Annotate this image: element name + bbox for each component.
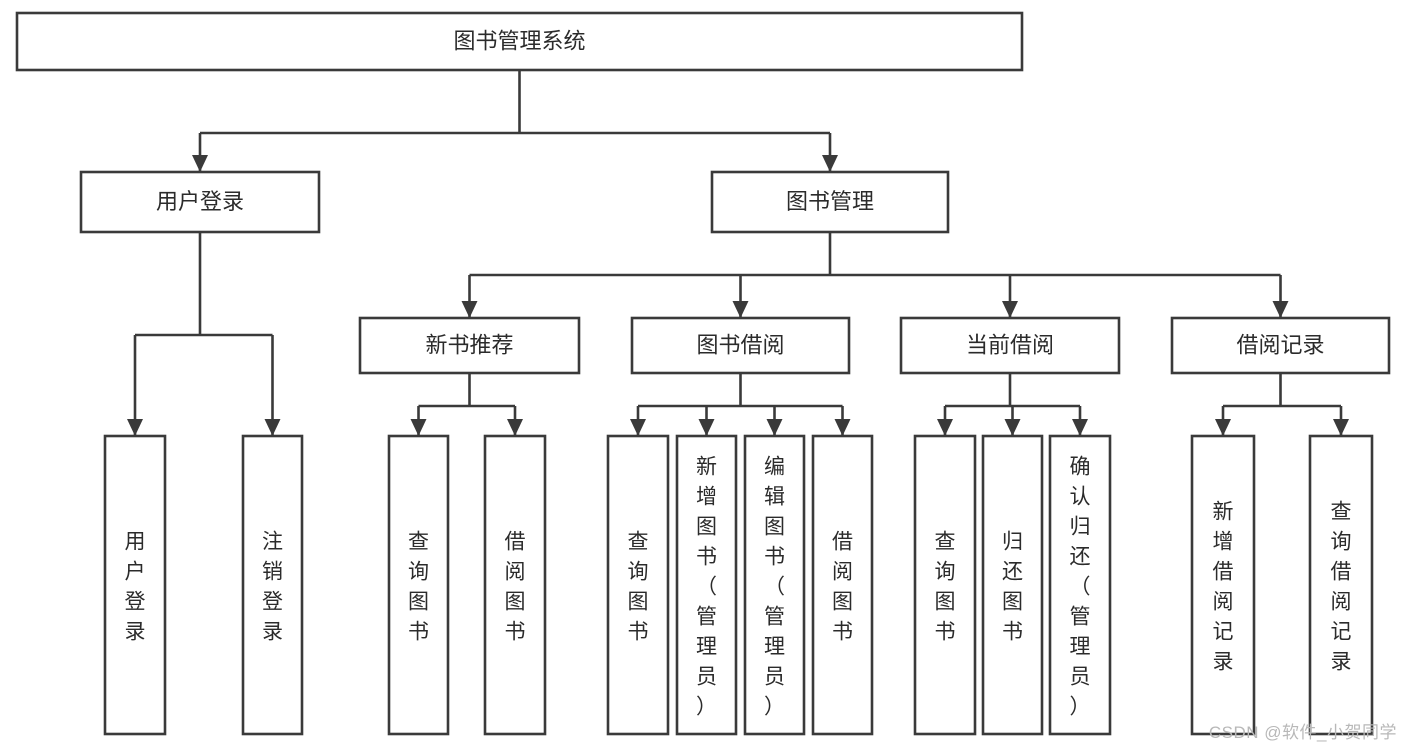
csdn-watermark: CSDN @软件_小贺同学 xyxy=(1208,723,1397,742)
node-label: 查询图书 xyxy=(408,530,429,643)
node-rect xyxy=(913,434,977,736)
node-label: 新增借阅记录 xyxy=(1213,500,1234,673)
node-label: 归还图书 xyxy=(1002,530,1023,643)
node-label: 查询图书 xyxy=(935,530,956,643)
node-l3-新书推荐[interactable]: 新书推荐 xyxy=(358,316,581,375)
node-boxes: 图书管理系统用户登录图书管理新书推荐图书借阅当前借阅借阅记录用户登录注销登录查询… xyxy=(15,11,1391,736)
node-leaf-用户登录-用户登录[interactable]: 用户登录 xyxy=(103,434,167,736)
connector-lines xyxy=(127,70,1349,436)
node-l3-借阅记录[interactable]: 借阅记录 xyxy=(1170,316,1391,375)
node-rect xyxy=(1190,434,1256,736)
arrow-head-icon xyxy=(732,301,749,318)
arrow-head-icon xyxy=(630,419,646,436)
node-rect xyxy=(606,434,670,736)
node-rect xyxy=(15,11,1024,72)
arrow-head-icon xyxy=(766,419,783,436)
node-rect xyxy=(710,170,950,234)
arrow-head-icon xyxy=(264,419,281,436)
node-rect xyxy=(387,434,450,736)
node-label: 当前借阅 xyxy=(966,332,1054,357)
node-leaf-借阅记录-查询借阅记录[interactable]: 查询借阅记录 xyxy=(1308,434,1374,736)
node-leaf-图书借阅-新增图书管理员[interactable]: 新增图书（管理员） xyxy=(675,434,738,736)
node-rect xyxy=(743,434,806,736)
node-rect xyxy=(675,434,738,736)
arrow-head-icon xyxy=(1002,301,1018,318)
node-label: 图书借阅 xyxy=(696,332,784,357)
node-label: 借阅图书 xyxy=(505,530,526,643)
node-rect xyxy=(899,316,1121,375)
node-rect xyxy=(358,316,581,375)
node-label: 借阅记录 xyxy=(1236,332,1324,357)
node-rect xyxy=(483,434,547,736)
node-l2-用户登录[interactable]: 用户登录 xyxy=(79,170,321,234)
node-label: 注销登录 xyxy=(262,530,283,643)
node-label: 用户登录 xyxy=(125,530,146,643)
node-leaf-图书借阅-查询图书[interactable]: 查询图书 xyxy=(606,434,670,736)
node-leaf-当前借阅-查询图书[interactable]: 查询图书 xyxy=(913,434,977,736)
node-root-图书管理系统[interactable]: 图书管理系统 xyxy=(15,11,1024,72)
node-label: 新书推荐 xyxy=(425,332,513,357)
arrow-head-icon xyxy=(461,301,478,318)
arrow-head-icon xyxy=(822,155,838,172)
node-l3-图书借阅[interactable]: 图书借阅 xyxy=(630,316,851,375)
node-leaf-用户登录-注销登录[interactable]: 注销登录 xyxy=(241,434,304,736)
node-label: 确认归还（管理员） xyxy=(1070,455,1091,718)
node-rect xyxy=(103,434,167,736)
node-label: 编辑图书（管理员） xyxy=(764,455,785,718)
arrow-head-icon xyxy=(410,419,427,436)
node-leaf-图书借阅-编辑图书管理员[interactable]: 编辑图书（管理员） xyxy=(743,434,806,736)
node-rect xyxy=(630,316,851,375)
arrow-head-icon xyxy=(937,419,953,436)
node-leaf-当前借阅-归还图书[interactable]: 归还图书 xyxy=(981,434,1044,736)
node-label: 借阅图书 xyxy=(832,530,853,643)
node-rect xyxy=(1170,316,1391,375)
arrow-head-icon xyxy=(1333,419,1349,436)
node-leaf-当前借阅-确认归还管理员[interactable]: 确认归还（管理员） xyxy=(1048,434,1112,736)
node-leaf-新书推荐-查询图书[interactable]: 查询图书 xyxy=(387,434,450,736)
node-label: 新增图书（管理员） xyxy=(696,455,717,718)
node-leaf-图书借阅-借阅图书[interactable]: 借阅图书 xyxy=(811,434,874,736)
node-leaf-借阅记录-新增借阅记录[interactable]: 新增借阅记录 xyxy=(1190,434,1256,736)
arrow-head-icon xyxy=(1215,419,1231,436)
arrow-head-icon xyxy=(507,419,523,436)
node-label: 图书管理系统 xyxy=(453,28,585,53)
node-rect xyxy=(241,434,304,736)
node-rect xyxy=(1308,434,1374,736)
node-label: 图书管理 xyxy=(786,189,874,214)
node-l3-当前借阅[interactable]: 当前借阅 xyxy=(899,316,1121,375)
node-rect xyxy=(981,434,1044,736)
arrow-head-icon xyxy=(698,419,715,436)
arrow-head-icon xyxy=(834,419,851,436)
node-l2-图书管理[interactable]: 图书管理 xyxy=(710,170,950,234)
node-label: 用户登录 xyxy=(156,189,244,214)
node-rect xyxy=(811,434,874,736)
node-rect xyxy=(79,170,321,234)
arrow-head-icon xyxy=(1072,419,1088,436)
arrow-head-icon xyxy=(127,419,143,436)
node-label: 查询借阅记录 xyxy=(1331,500,1352,673)
arrow-head-icon xyxy=(1272,301,1289,318)
arrow-head-icon xyxy=(192,155,208,172)
node-leaf-新书推荐-借阅图书[interactable]: 借阅图书 xyxy=(483,434,547,736)
node-label: 查询图书 xyxy=(628,530,649,643)
arrow-head-icon xyxy=(1004,419,1021,436)
node-rect xyxy=(1048,434,1112,736)
